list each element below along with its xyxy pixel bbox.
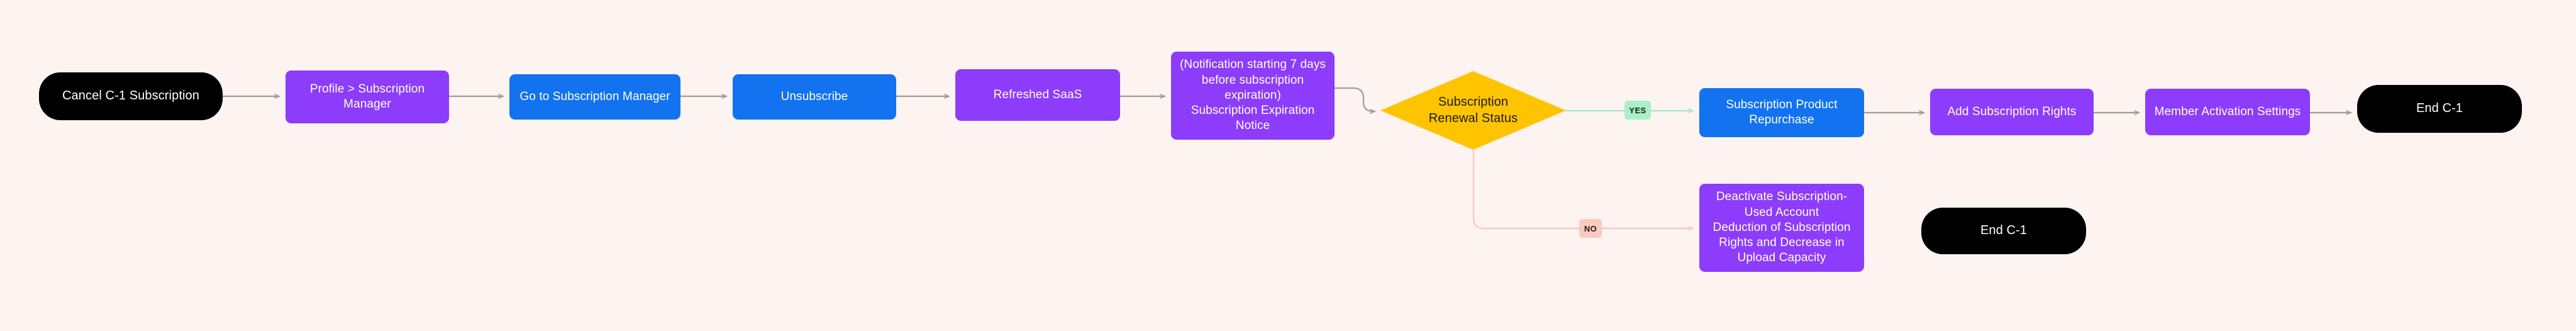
node-go-to-subscription-manager[interactable]: Go to Subscription Manager <box>509 74 680 120</box>
node-label: Repurchase <box>1749 113 1814 126</box>
node-subscription-product-repurchase[interactable]: Subscription Product Repurchase <box>1699 88 1864 137</box>
node-subscription-renewal-status[interactable]: Subscription Renewal Status <box>1380 71 1566 150</box>
node-subscription-expiration-notice[interactable]: (Notification starting 7 days before sub… <box>1171 52 1335 140</box>
node-label: Rights and Decrease in <box>1719 236 1845 250</box>
node-label: Used Account <box>1744 205 1819 219</box>
node-label: Cancel C-1 Subscription <box>62 89 199 103</box>
node-label: End C-1 <box>1980 223 2028 238</box>
edge-label-text: NO <box>1584 223 1597 233</box>
edge-notice-to-decision <box>1333 87 1376 114</box>
edge-label-no: NO <box>1579 219 1602 238</box>
node-label: Refreshed SaaS <box>993 87 1082 101</box>
node-profile-subscription-manager[interactable]: Profile > Subscription Manager <box>286 70 449 123</box>
node-label: Deactivate Subscription- <box>1716 190 1848 204</box>
node-deactivate-subscription[interactable]: Deactivate Subscription- Used Account De… <box>1699 184 1864 272</box>
node-add-subscription-rights[interactable]: Add Subscription Rights <box>1930 89 2094 135</box>
node-label: before subscription <box>1201 73 1304 87</box>
node-label: End C-1 <box>2416 101 2463 116</box>
node-label: Manager <box>343 98 391 111</box>
node-label: Subscription <box>1438 94 1509 109</box>
node-label: Add Subscription Rights <box>1947 104 2077 118</box>
edge-label-text: YES <box>1629 105 1646 115</box>
edge-decision-no <box>1472 149 1580 230</box>
node-refreshed-saas[interactable]: Refreshed SaaS <box>955 69 1120 121</box>
node-end-c1-bottom[interactable]: End C-1 <box>1921 208 2086 254</box>
node-label: Profile > Subscription <box>309 82 425 96</box>
node-label: Deduction of Subscription <box>1713 220 1851 234</box>
edge-label-yes: YES <box>1624 101 1651 120</box>
node-label: Subscription Product <box>1726 98 1838 111</box>
node-label: expiration) <box>1224 88 1281 102</box>
node-unsubscribe[interactable]: Unsubscribe <box>733 74 896 120</box>
node-label: Upload Capacity <box>1737 251 1826 265</box>
node-label: Member Activation Settings <box>2154 104 2301 118</box>
node-start[interactable]: Cancel C-1 Subscription <box>39 72 223 120</box>
node-label: Renewal Status <box>1428 111 1518 125</box>
node-label: Notice <box>1235 119 1270 133</box>
node-member-activation-settings[interactable]: Member Activation Settings <box>2145 89 2310 135</box>
node-label: (Notification starting 7 days <box>1179 58 1326 72</box>
node-label: Go to Subscription Manager <box>519 89 670 103</box>
node-label: Subscription Expiration <box>1191 104 1315 118</box>
node-end-c1-top[interactable]: End C-1 <box>2357 85 2522 133</box>
node-label: Unsubscribe <box>780 89 848 103</box>
